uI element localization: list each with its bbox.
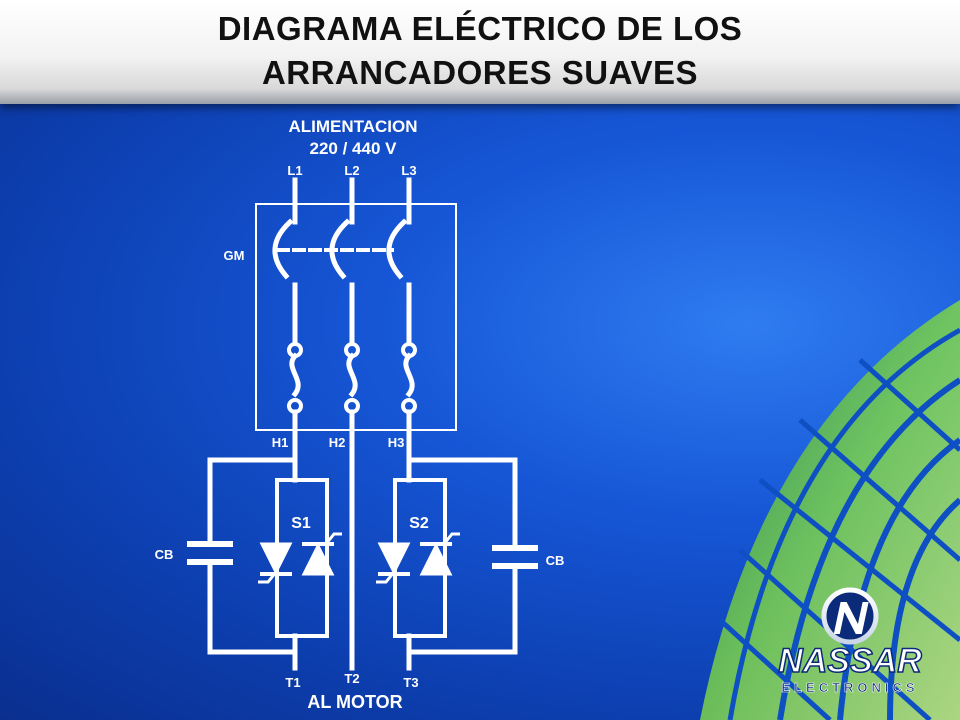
slide-title-line2: ARRANCADORES SUAVES [261,54,699,91]
logo-sub: ELECTRONICS [781,680,918,695]
supply-label: ALIMENTACION [288,117,417,136]
line-label-l3: L3 [401,163,416,178]
wire-cb-right-bottom [406,567,518,655]
wire-cb-left-top [207,457,298,543]
thyristor-s1-b [301,542,335,576]
fuse-2-element [346,352,358,398]
nassar-logo: NASSAR ELECTRONICS [772,586,942,706]
thyristor-pair-s2 [376,532,460,584]
fuse-out-label-h2: H2 [329,435,346,450]
line-label-l1: L1 [287,163,302,178]
breaker-label: GM [224,248,245,263]
slide-title-line1: DIAGRAMA ELÉCTRICO DE LOS [217,10,743,47]
output-label-t3: T3 [403,675,418,690]
thyristor-label-s1: S1 [291,515,311,532]
title-bar: DIAGRAMA ELÉCTRICO DE LOS ARRANCADORES S… [0,0,960,104]
fuse-out-label-h3: H3 [388,435,405,450]
capacitor-label-right: CB [546,553,565,568]
breaker-contact-1 [272,218,294,280]
thyristor-s2-b [419,542,453,576]
motor-label: AL MOTOR [307,692,402,712]
voltage-label: 220 / 440 V [310,139,398,158]
wire-cb-left-bottom [207,563,298,655]
thyristor-label-s2: S2 [409,515,429,532]
capacitor-label-left: CB [155,547,174,562]
line-label-l2: L2 [344,163,359,178]
fuse-out-label-h1: H1 [272,435,289,450]
fuse-1-element [289,352,301,398]
thyristor-pair-s1 [258,532,342,584]
nassar-logo-icon: NASSAR ELECTRONICS [777,587,923,695]
output-label-t1: T1 [285,675,300,690]
thyristor-s2-a [377,542,411,576]
wires [187,177,538,671]
protection-enclosure [255,203,457,431]
fuse-3-element [403,352,415,398]
thyristor-s1-a [259,542,293,576]
wire-cb-right-top [406,457,518,547]
output-label-t2: T2 [344,671,359,686]
logo-brand: NASSAR [778,642,922,680]
